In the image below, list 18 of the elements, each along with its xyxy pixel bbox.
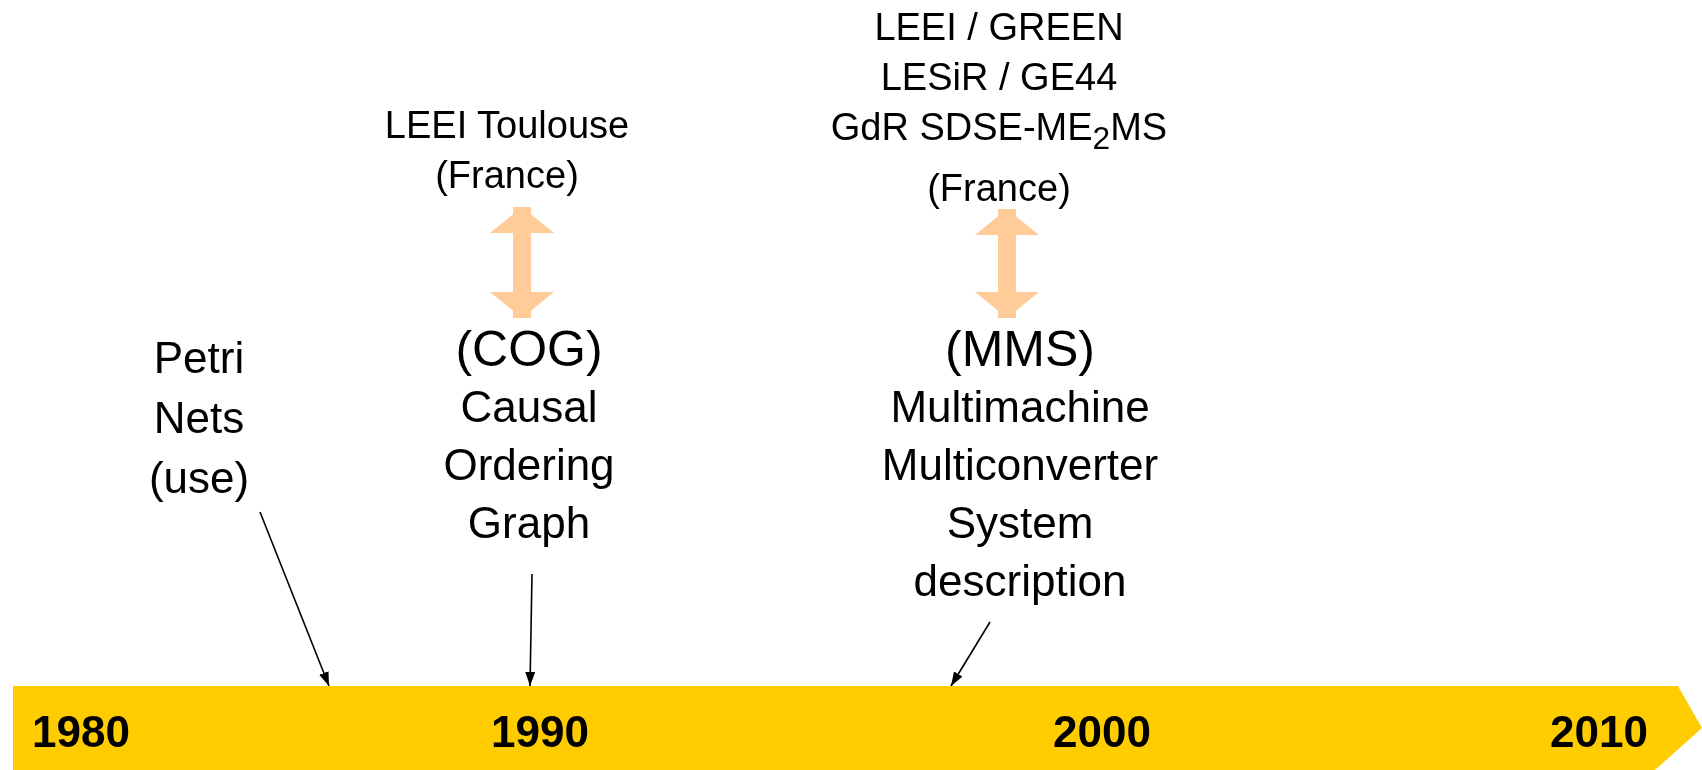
- lab-label: LESiR / GE44: [879, 55, 1119, 100]
- arrow: [259, 511, 330, 687]
- acronym-label: (COG): [454, 320, 604, 378]
- arrow: [525, 573, 536, 687]
- double-arrow: [975, 209, 1039, 318]
- year-label: 1980: [32, 710, 130, 754]
- year-label: 1990: [491, 710, 589, 754]
- year-label: 2000: [1053, 710, 1151, 754]
- topic-label: Multimachine Multiconverter System description: [880, 381, 1160, 607]
- lab-label: LEEI / GREEN: [873, 5, 1125, 50]
- acronym-label: (MMS): [944, 320, 1096, 378]
- year-label: 2010: [1550, 710, 1648, 754]
- lab-label: LEEI Toulouse (France): [357, 100, 657, 205]
- topic-label: Petri Nets (use): [109, 328, 289, 510]
- topic-label: Causal Ordering Graph: [442, 381, 616, 549]
- lab-label: GdR SDSE-ME$_{2}$MS (France): [829, 105, 1169, 211]
- arrow: [950, 621, 991, 687]
- double-arrow: [490, 207, 554, 318]
